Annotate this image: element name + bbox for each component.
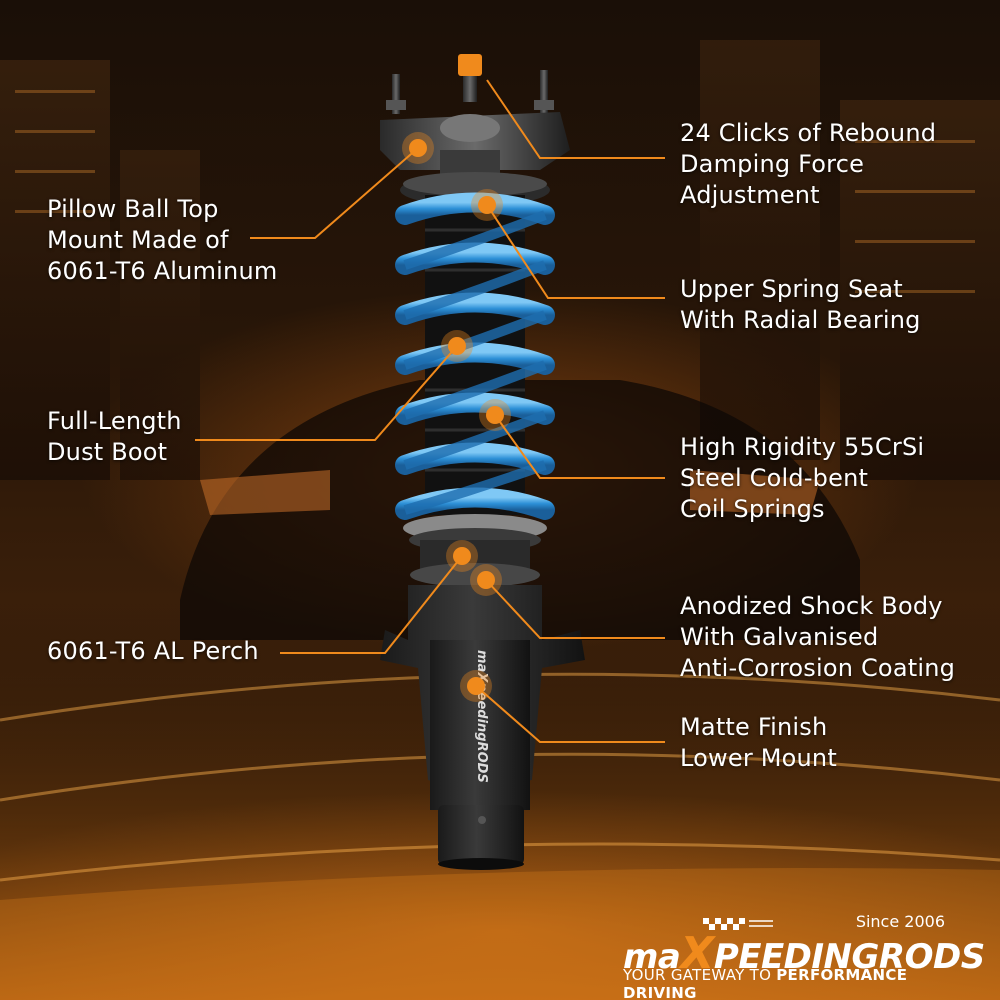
callout-top-mount: Pillow Ball Top Mount Made of 6061-T6 Al…	[47, 194, 277, 287]
callout-line: With Radial Bearing	[680, 306, 921, 334]
logo-tagline: YOUR GATEWAY TO PERFORMANCE DRIVING	[623, 966, 945, 1000]
lower-mount	[438, 805, 524, 865]
callout-dust-boot: Full-Length Dust Boot	[47, 406, 182, 468]
logo-brand-ma: ma	[623, 937, 681, 977]
callout-line: Adjustment	[680, 181, 820, 209]
callout-line: Anti-Corrosion Coating	[680, 654, 956, 682]
callout-line: Mount Made of	[47, 226, 229, 254]
callout-line: Pillow Ball Top	[47, 195, 219, 223]
callout-line: Damping Force	[680, 150, 865, 178]
callout-line: Dust Boot	[47, 438, 168, 466]
callout-line: High Rigidity 55CrSi	[680, 433, 925, 461]
callout-line: 6061-T6 AL Perch	[47, 637, 259, 665]
damping-adjuster-knob	[458, 54, 482, 76]
logo-brand-x: X	[680, 928, 714, 979]
callout-shock-body: Anodized Shock Body With Galvanised Anti…	[680, 591, 955, 684]
tagline-bold: PERFORMANCE DRIVING	[623, 966, 908, 1000]
leader-right-3	[494, 414, 665, 479]
leader-left-1	[250, 147, 419, 239]
callout-line: 6061-T6 Aluminum	[47, 257, 278, 285]
brand-logo: Since 2006 maXPEEDINGRODS YOUR GATEWAY T…	[615, 908, 985, 1000]
logo-brand-rest: PEEDINGRODS	[713, 937, 985, 977]
callout-spring-seat: Upper Spring Seat With Radial Bearing	[680, 274, 921, 336]
leader-right-1	[486, 79, 665, 159]
callout-coil-springs: High Rigidity 55CrSi Steel Cold-bent Coi…	[680, 432, 924, 525]
callout-line: With Galvanised	[680, 623, 879, 651]
callout-al-perch: 6061-T6 AL Perch	[47, 636, 259, 667]
callout-line: Lower Mount	[680, 744, 837, 772]
callout-line: Matte Finish	[680, 713, 828, 741]
checkered-flag-icon	[703, 918, 773, 930]
leader-right-5	[475, 685, 665, 743]
callout-damping-adjust: 24 Clicks of Rebound Damping Force Adjus…	[680, 118, 936, 211]
callout-line: Coil Springs	[680, 495, 825, 523]
tagline-plain: YOUR GATEWAY TO	[623, 966, 777, 984]
callout-line: 24 Clicks of Rebound	[680, 119, 937, 147]
top-mount-studs	[386, 70, 554, 114]
callout-line: Steel Cold-bent	[680, 464, 869, 492]
logo-since: Since 2006	[855, 912, 945, 931]
logo-wordmark: maXPEEDINGRODS	[623, 928, 985, 979]
callout-lower-mount: Matte Finish Lower Mount	[680, 712, 837, 774]
leader-left-2	[195, 345, 458, 441]
callout-line: Anodized Shock Body	[680, 592, 943, 620]
callout-line: Full-Length	[47, 407, 182, 435]
leader-right-4	[485, 579, 665, 639]
leader-right-2	[486, 204, 665, 299]
leader-left-3	[280, 555, 463, 654]
callout-line: Upper Spring Seat	[680, 275, 903, 303]
